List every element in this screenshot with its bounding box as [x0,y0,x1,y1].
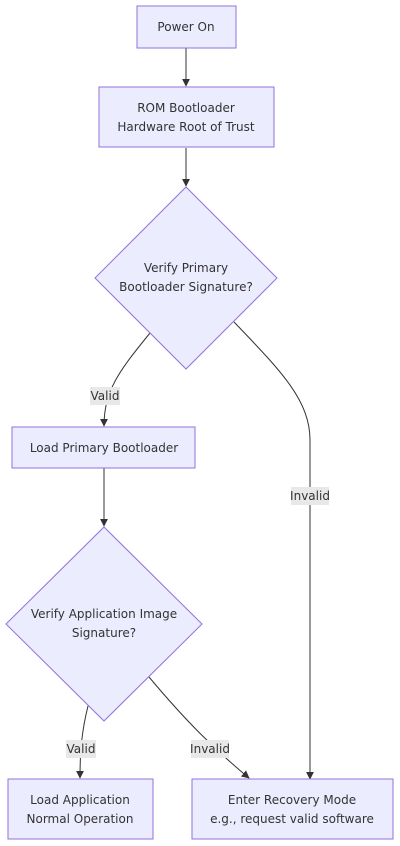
node-rom-bootloader: ROM Bootloader Hardware Root of Trust [98,86,275,148]
edge-verify-primary-invalid [233,321,314,780]
node-power-on: Power On [136,5,237,49]
edge-label-primary-invalid: Invalid [290,487,330,505]
node-label: Load Primary Bootloader [30,441,178,455]
node-verify-primary-signature: Verify Primary Bootloader Signature? [94,186,278,370]
edge-verify-primary-valid [100,332,151,427]
edge-label-app-invalid: Invalid [190,740,230,758]
node-label-line-2: e.g., request valid software [210,812,374,826]
node-label-line-1: Verify Application Image [31,607,177,621]
node-label-line-2: Normal Operation [27,812,134,826]
node-load-application: Load Application Normal Operation [7,778,154,840]
node-label-line-1: Enter Recovery Mode [228,793,356,807]
node-label-line-1: ROM Bootloader [137,101,235,115]
node-load-primary-bootloader: Load Primary Bootloader [11,426,196,469]
edge-label-app-valid: Valid [66,740,96,758]
node-label-line-1: Load Application [30,793,130,807]
node-label: Power On [157,20,214,34]
node-label-line-2: Bootloader Signature? [119,280,253,294]
edge-label-primary-valid: Valid [90,387,120,405]
node-label-line-1: Verify Primary [144,261,228,275]
node-label-line-2: Signature? [72,626,136,640]
edge-label-text: Valid [91,389,120,403]
node-verify-application-signature: Verify Application Image Signature? [5,526,203,722]
node-label-line-2: Hardware Root of Trust [117,120,254,134]
edge-label-text: Invalid [290,489,330,503]
edge-label-text: Valid [67,742,96,756]
edge-label-text: Invalid [190,742,230,756]
edge-verify-app-invalid [148,676,250,779]
node-enter-recovery-mode: Enter Recovery Mode e.g., request valid … [191,778,394,840]
edge-labels: Valid Invalid Valid Invalid [66,387,330,758]
nodes: Power On ROM Bootloader Hardware Root of… [5,5,394,840]
